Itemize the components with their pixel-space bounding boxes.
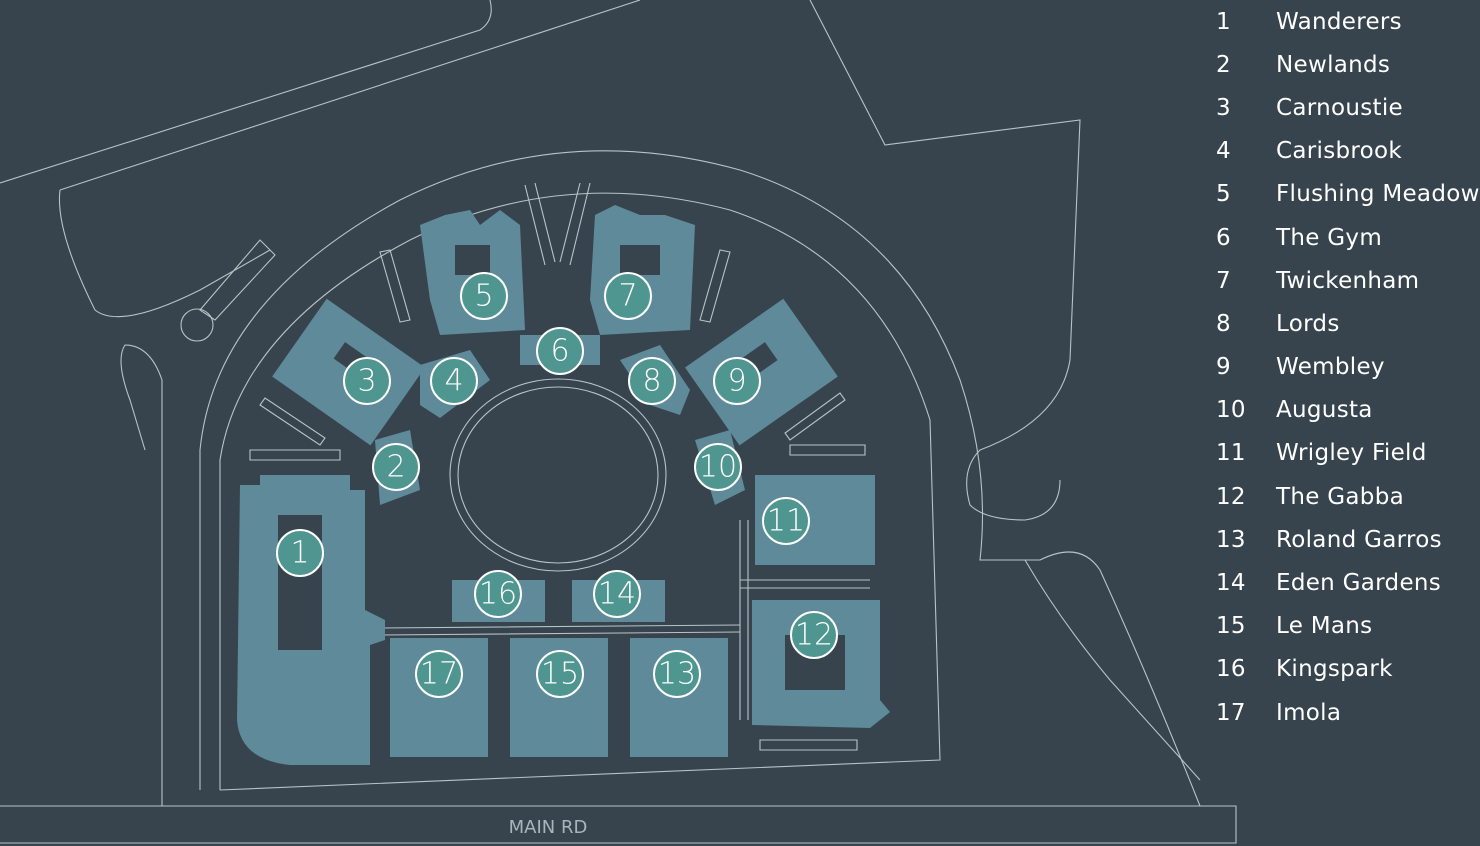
legend-item[interactable]: 17 Imola <box>1216 691 1480 734</box>
legend-name: Eden Gardens <box>1276 570 1442 597</box>
building-7 <box>590 205 695 335</box>
marker-label: 15 <box>541 657 579 692</box>
marker-3[interactable]: 3 <box>343 357 391 405</box>
marker-label: 13 <box>658 657 696 692</box>
legend-item[interactable]: 7 Twickenham <box>1216 259 1480 302</box>
legend-number: 10 <box>1216 397 1246 424</box>
legend-name: Le Mans <box>1276 613 1373 640</box>
legend-number: 16 <box>1216 656 1246 683</box>
marker-label: 4 <box>444 364 463 399</box>
legend-name: Flushing Meadows <box>1276 181 1480 208</box>
marker-label: 11 <box>767 504 805 539</box>
marker-2[interactable]: 2 <box>372 443 420 491</box>
marker-1[interactable]: 1 <box>276 529 324 577</box>
legend-number: 3 <box>1216 94 1231 121</box>
marker-label: 3 <box>357 364 376 399</box>
marker-label: 7 <box>618 279 637 314</box>
legend-number: 1 <box>1216 8 1231 35</box>
building-12 <box>752 600 890 728</box>
legend-name: Twickenham <box>1276 267 1420 294</box>
legend-item[interactable]: 11 Wrigley Field <box>1216 432 1480 475</box>
marker-label: 16 <box>479 577 517 612</box>
marker-7[interactable]: 7 <box>604 272 652 320</box>
marker-label: 2 <box>386 450 405 485</box>
legend-name: Wembley <box>1276 354 1385 381</box>
building-1 <box>237 475 385 765</box>
building-legend: 1 Wanderers 2 Newlands 3 Carnoustie 4 Carisbroo… <box>1216 0 1480 734</box>
legend-item[interactable]: 1 Wanderers <box>1216 0 1480 43</box>
marker-6[interactable]: 6 <box>536 327 584 375</box>
legend-name: Newlands <box>1276 51 1391 78</box>
legend-name: The Gabba <box>1276 483 1404 510</box>
marker-label: 6 <box>550 334 569 369</box>
marker-17[interactable]: 17 <box>415 650 463 698</box>
legend-name: Imola <box>1276 699 1342 726</box>
marker-label: 9 <box>727 364 746 399</box>
legend-number: 12 <box>1216 483 1246 510</box>
legend-item[interactable]: 4 Carisbrook <box>1216 130 1480 173</box>
marker-16[interactable]: 16 <box>474 570 522 618</box>
legend-name: Carnoustie <box>1276 94 1403 121</box>
marker-label: 5 <box>474 279 493 314</box>
legend-item[interactable]: 2 Newlands <box>1216 43 1480 86</box>
legend-number: 2 <box>1216 51 1231 78</box>
legend-item[interactable]: 12 The Gabba <box>1216 475 1480 518</box>
legend-item[interactable]: 14 Eden Gardens <box>1216 561 1480 604</box>
legend-item[interactable]: 9 Wembley <box>1216 346 1480 389</box>
marker-14[interactable]: 14 <box>593 570 641 618</box>
marker-15[interactable]: 15 <box>536 650 584 698</box>
legend-number: 5 <box>1216 181 1231 208</box>
legend-number: 17 <box>1216 699 1246 726</box>
legend-number: 6 <box>1216 224 1231 251</box>
marker-label: 12 <box>795 618 833 653</box>
legend-name: Wanderers <box>1276 8 1402 35</box>
legend-item[interactable]: 8 Lords <box>1216 302 1480 345</box>
marker-8[interactable]: 8 <box>628 357 676 405</box>
legend-number: 8 <box>1216 310 1231 337</box>
legend-number: 13 <box>1216 526 1246 553</box>
legend-item[interactable]: 15 Le Mans <box>1216 605 1480 648</box>
legend-item[interactable]: 16 Kingspark <box>1216 648 1480 691</box>
legend-name: Carisbrook <box>1276 138 1402 165</box>
marker-4[interactable]: 4 <box>430 357 478 405</box>
building-markers: 1 2 3 4 5 6 7 8 9 10 11 12 13 14 15 16 1… <box>276 272 838 698</box>
legend-item[interactable]: 6 The Gym <box>1216 216 1480 259</box>
marker-label: 1 <box>290 536 309 571</box>
legend-item[interactable]: 3 Carnoustie <box>1216 86 1480 129</box>
marker-label: 8 <box>642 364 661 399</box>
marker-10[interactable]: 10 <box>694 443 742 491</box>
marker-label: 10 <box>699 450 737 485</box>
legend-name: Lords <box>1276 310 1340 337</box>
legend-name: Roland Garros <box>1276 526 1442 553</box>
legend-name: Kingspark <box>1276 656 1393 683</box>
legend-name: Wrigley Field <box>1276 440 1427 467</box>
legend-number: 15 <box>1216 613 1246 640</box>
legend-item[interactable]: 13 Roland Garros <box>1216 518 1480 561</box>
building-9 <box>685 298 838 446</box>
legend-item[interactable]: 5 Flushing Meadows <box>1216 173 1480 216</box>
legend-number: 9 <box>1216 354 1231 381</box>
marker-5[interactable]: 5 <box>460 272 508 320</box>
marker-label: 14 <box>598 577 636 612</box>
legend-name: Augusta <box>1276 397 1373 424</box>
marker-11[interactable]: 11 <box>762 497 810 545</box>
marker-12[interactable]: 12 <box>790 611 838 659</box>
marker-9[interactable]: 9 <box>713 357 761 405</box>
legend-number: 7 <box>1216 267 1231 294</box>
marker-label: 17 <box>420 657 458 692</box>
legend-number: 14 <box>1216 570 1246 597</box>
marker-13[interactable]: 13 <box>653 650 701 698</box>
site-outlines <box>0 0 1237 844</box>
legend-item[interactable]: 10 Augusta <box>1216 389 1480 432</box>
legend-name: The Gym <box>1276 224 1383 251</box>
legend-number: 11 <box>1216 440 1246 467</box>
legend-number: 4 <box>1216 138 1231 165</box>
road-label-main-rd: MAIN RD <box>509 817 588 838</box>
